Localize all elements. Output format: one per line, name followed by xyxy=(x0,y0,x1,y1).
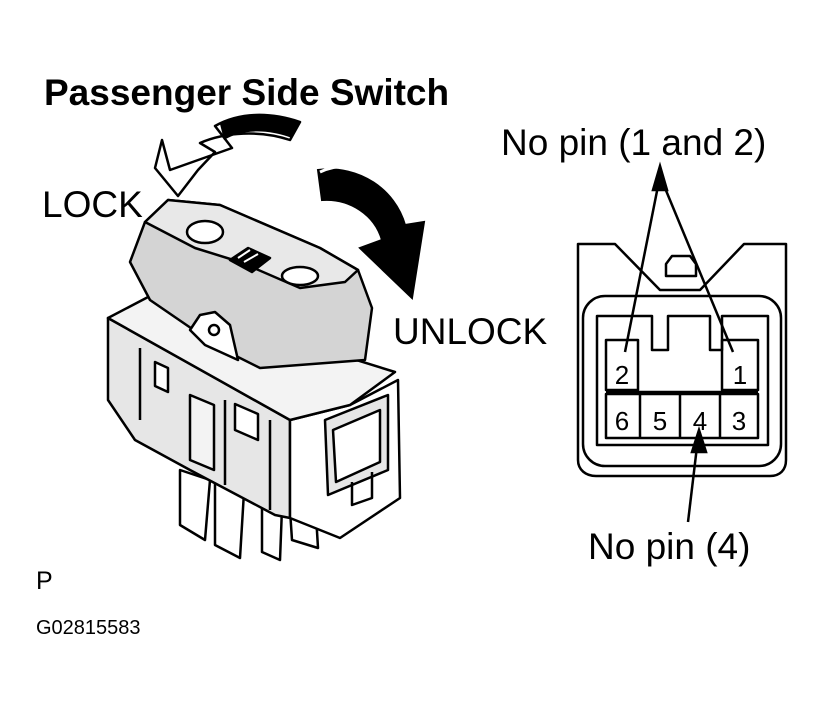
connector-face xyxy=(576,242,788,478)
pin-1-label: 1 xyxy=(733,360,747,390)
corner-mark: P xyxy=(36,567,53,595)
switch-body xyxy=(106,294,402,562)
rocker-button xyxy=(128,198,374,370)
figure-id: G02815583 xyxy=(36,617,141,639)
diagram-title: Passenger Side Switch xyxy=(44,72,450,113)
pin-6-label: 6 xyxy=(615,406,629,436)
pin-5-label: 5 xyxy=(653,406,667,436)
pin-4-label: 4 xyxy=(693,406,707,436)
no-pin-4-leader xyxy=(686,425,708,523)
pin-2-label: 2 xyxy=(615,360,629,390)
unlock-arrow xyxy=(316,168,426,301)
lock-label: LOCK xyxy=(42,184,143,225)
no-pin-4-label: No pin (4) xyxy=(588,526,751,567)
unlock-label: UNLOCK xyxy=(393,311,548,352)
no-pin-1-2-leader xyxy=(623,161,735,353)
pin-3-label: 3 xyxy=(732,406,746,436)
no-pin-1-2-label: No pin (1 and 2) xyxy=(501,122,767,163)
